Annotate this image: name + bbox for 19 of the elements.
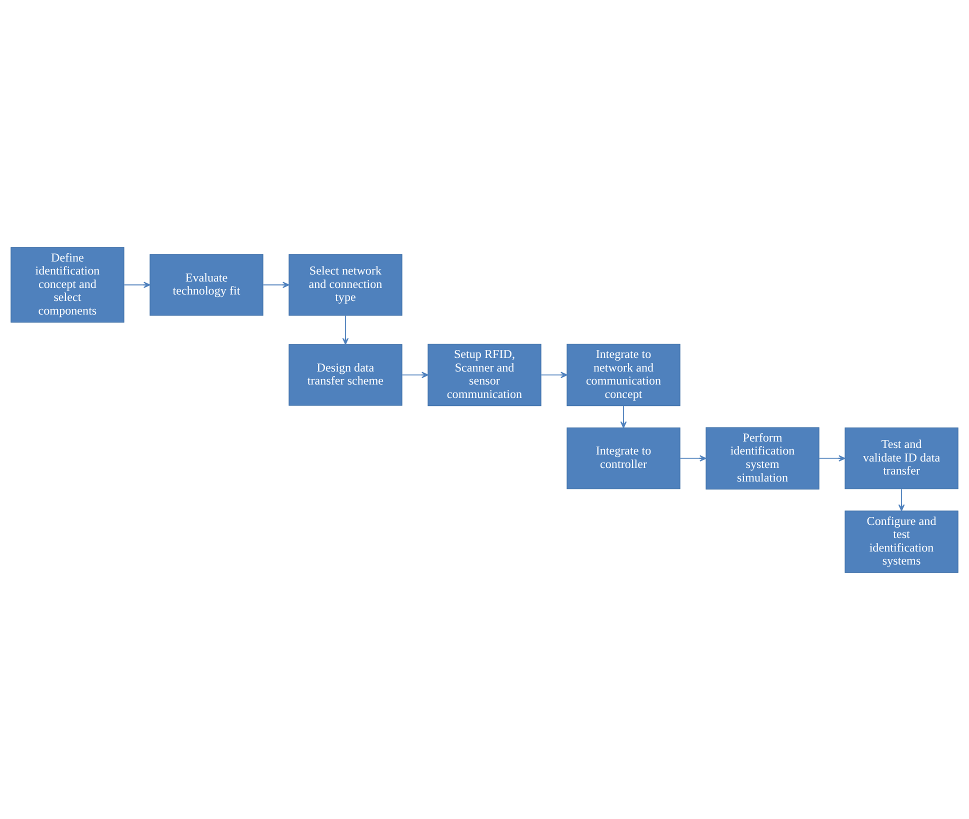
arrow: [262, 281, 290, 288]
node-box: Select network and connection type: [288, 254, 402, 316]
arrow: [402, 371, 428, 378]
node-box: Test and validate ID data transfer: [844, 427, 958, 489]
arrow: [540, 371, 568, 378]
arrow: [124, 281, 150, 288]
arrow: [818, 454, 846, 462]
node-box: Setup RFID, Scanner and sensor communication: [428, 343, 542, 406]
node-box: Perform identification system simulation: [706, 426, 820, 489]
arrow: [680, 454, 706, 462]
node-box: Design data transfer scheme: [288, 344, 402, 406]
node-box: Integrate to controller: [566, 427, 680, 489]
node-box: Evaluate technology fit: [150, 254, 264, 316]
node-box: Configure and test identification systems: [844, 510, 958, 572]
arrow: [342, 314, 349, 344]
node-box: Integrate to network and communication concept: [566, 343, 680, 406]
node-box: Define identification concept and select components: [10, 246, 124, 322]
arrow: [898, 488, 905, 511]
arrow: [620, 404, 627, 428]
